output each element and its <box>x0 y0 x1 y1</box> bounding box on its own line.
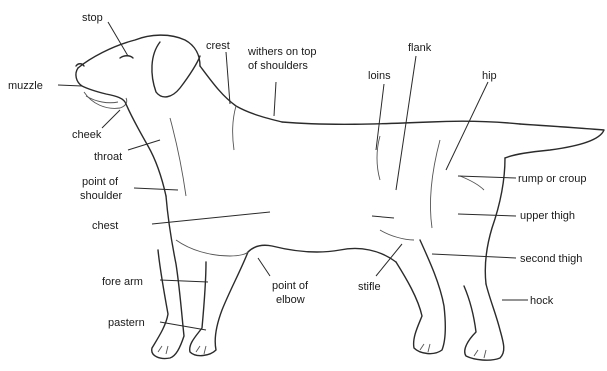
dog-head-outline <box>78 35 200 68</box>
dog-eye <box>120 56 133 58</box>
label-point-of-shoulder-line1: point of <box>82 176 119 188</box>
label-rump: rump or croup <box>518 173 586 185</box>
label-crest: crest <box>206 40 230 52</box>
label-hip: hip <box>482 70 497 82</box>
label-flank: flank <box>408 42 432 54</box>
dog-back-line <box>282 121 520 124</box>
label-upper-thigh: upper thigh <box>520 210 575 222</box>
label-second-thigh: second thigh <box>520 253 582 265</box>
dog-belly-line <box>248 245 396 262</box>
dog-neck-back <box>200 66 282 122</box>
dog-tail <box>505 124 604 158</box>
label-fore-arm: fore arm <box>102 276 143 288</box>
label-point-of-shoulder-line2: shoulder <box>80 190 123 202</box>
label-point-of-elbow-line1: point of <box>272 280 309 292</box>
label-loins: loins <box>368 70 391 82</box>
label-withers-line2: of shoulders <box>248 60 308 72</box>
label-hock: hock <box>530 295 554 307</box>
dog-hind-leg-far <box>464 284 504 360</box>
label-withers-line1: withers on top <box>247 46 316 58</box>
label-muzzle: muzzle <box>8 80 43 92</box>
dog-muzzle <box>76 68 126 104</box>
label-pastern: pastern <box>108 317 145 329</box>
dog-front-leg-far <box>152 196 184 359</box>
label-cheek: cheek <box>72 129 102 141</box>
label-throat: throat <box>94 151 122 163</box>
labels: stop muzzle cheek throat crest withers o… <box>8 12 586 329</box>
dog-illustration <box>76 35 604 360</box>
dog-throat-line <box>126 104 166 196</box>
dog-ear <box>152 42 200 97</box>
dog-hind-leg-near <box>396 240 445 354</box>
label-stop: stop <box>82 12 103 24</box>
label-chest: chest <box>92 220 118 232</box>
dog-front-leg-near <box>190 252 248 356</box>
label-point-of-elbow-line2: elbow <box>276 294 305 306</box>
label-stifle: stifle <box>358 281 381 293</box>
